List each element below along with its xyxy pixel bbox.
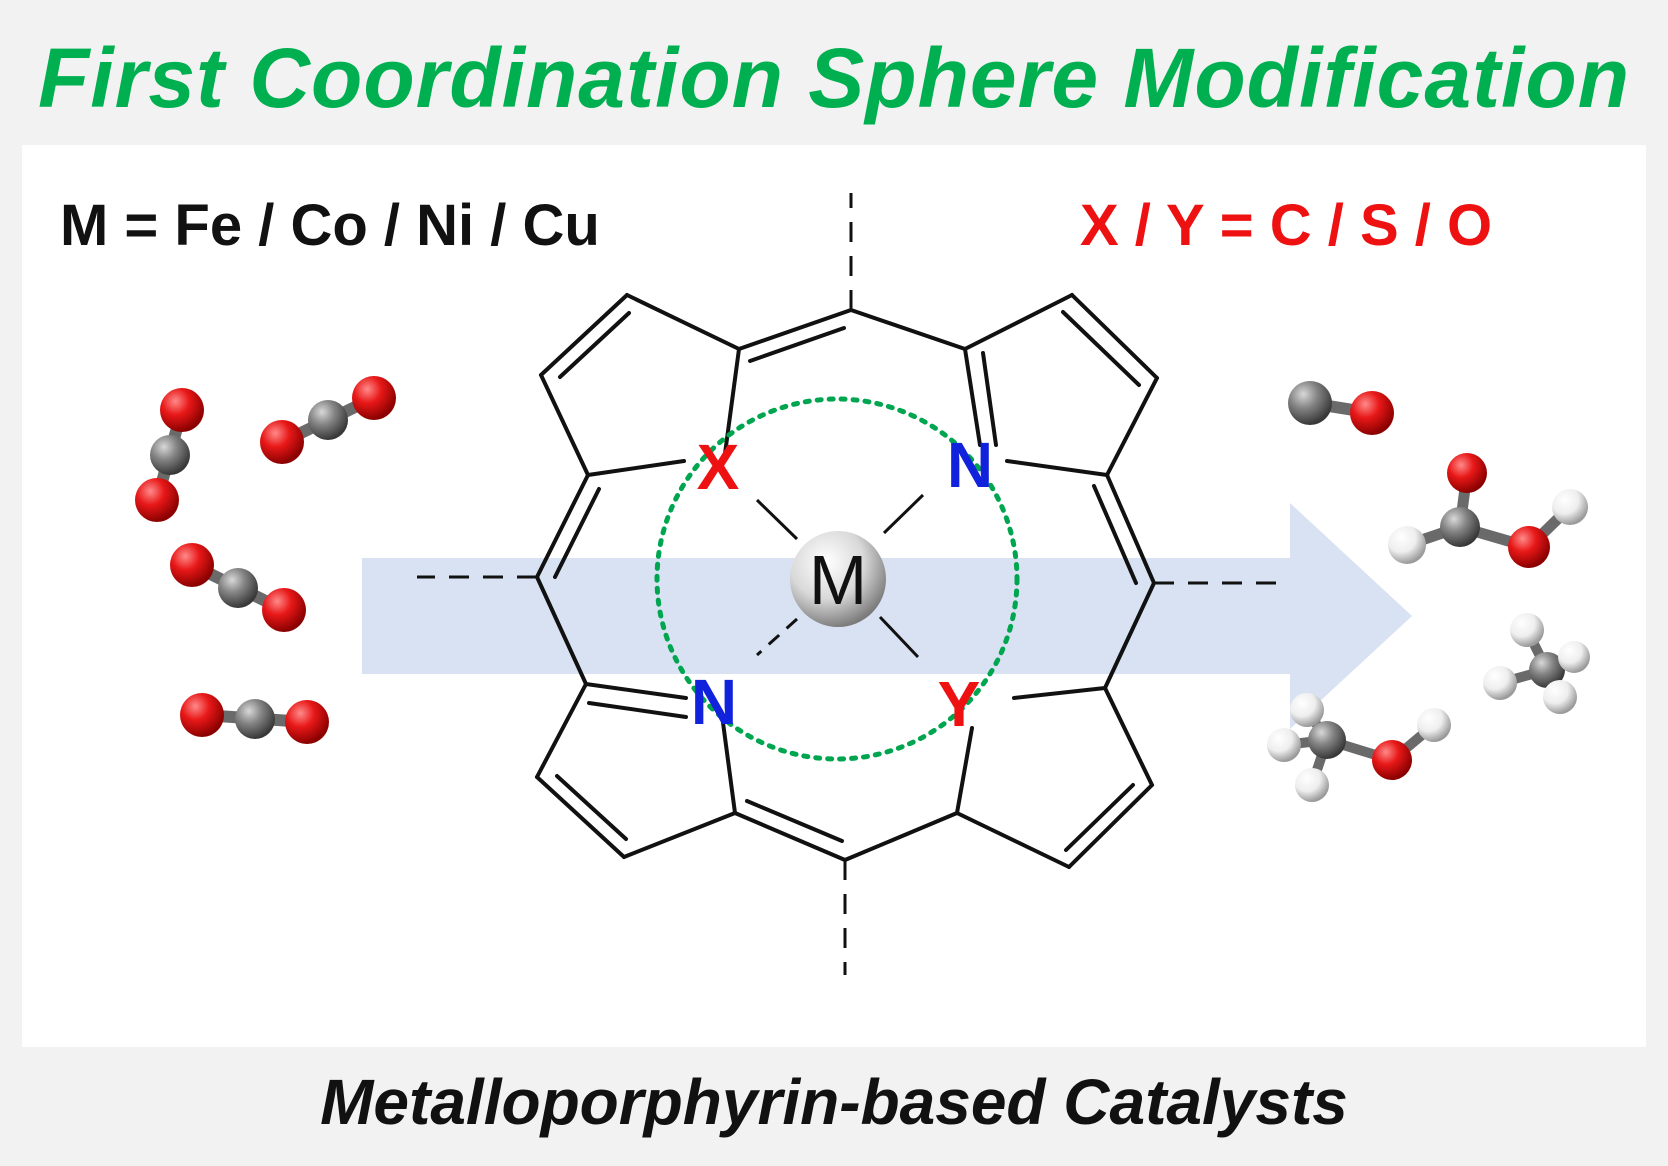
metal-sphere — [790, 531, 886, 627]
donor-y: Y — [938, 668, 981, 740]
reaction-arrow — [362, 503, 1412, 729]
metal-label: M — [809, 541, 867, 619]
donor-x: X — [697, 431, 740, 503]
reactant-co2-3 — [170, 543, 306, 632]
donor-n-bottom: N — [691, 666, 737, 738]
donor-n-top: N — [947, 429, 993, 501]
footer-caption: Metalloporphyrin-based Catalysts — [320, 1066, 1348, 1138]
porphyrin-ring — [535, 293, 1159, 869]
metals-label: M = Fe / Co / Ni / Cu — [60, 193, 600, 258]
heteroatoms-label: X / Y = C / S / O — [1080, 193, 1492, 258]
product-hcooh — [1388, 453, 1588, 568]
title: First Coordination Sphere Modification — [38, 31, 1630, 125]
porphyrin-diagram: M X N N Y M = Fe / Co / Ni / Cu X / Y = … — [60, 193, 1590, 975]
dashed-bonds — [417, 193, 1277, 975]
metal-donor-bonds — [755, 493, 925, 659]
product-ch3oh — [1267, 693, 1451, 802]
product-co — [1288, 381, 1394, 435]
reactant-co2-2 — [260, 376, 396, 464]
reactant-co2-1 — [135, 388, 204, 522]
diagram-panel: M X N N Y M = Fe / Co / Ni / Cu X / Y = … — [22, 145, 1646, 1047]
coordination-sphere — [654, 396, 1020, 762]
product-ch4 — [1483, 613, 1590, 714]
reactant-co2-4 — [180, 693, 329, 744]
